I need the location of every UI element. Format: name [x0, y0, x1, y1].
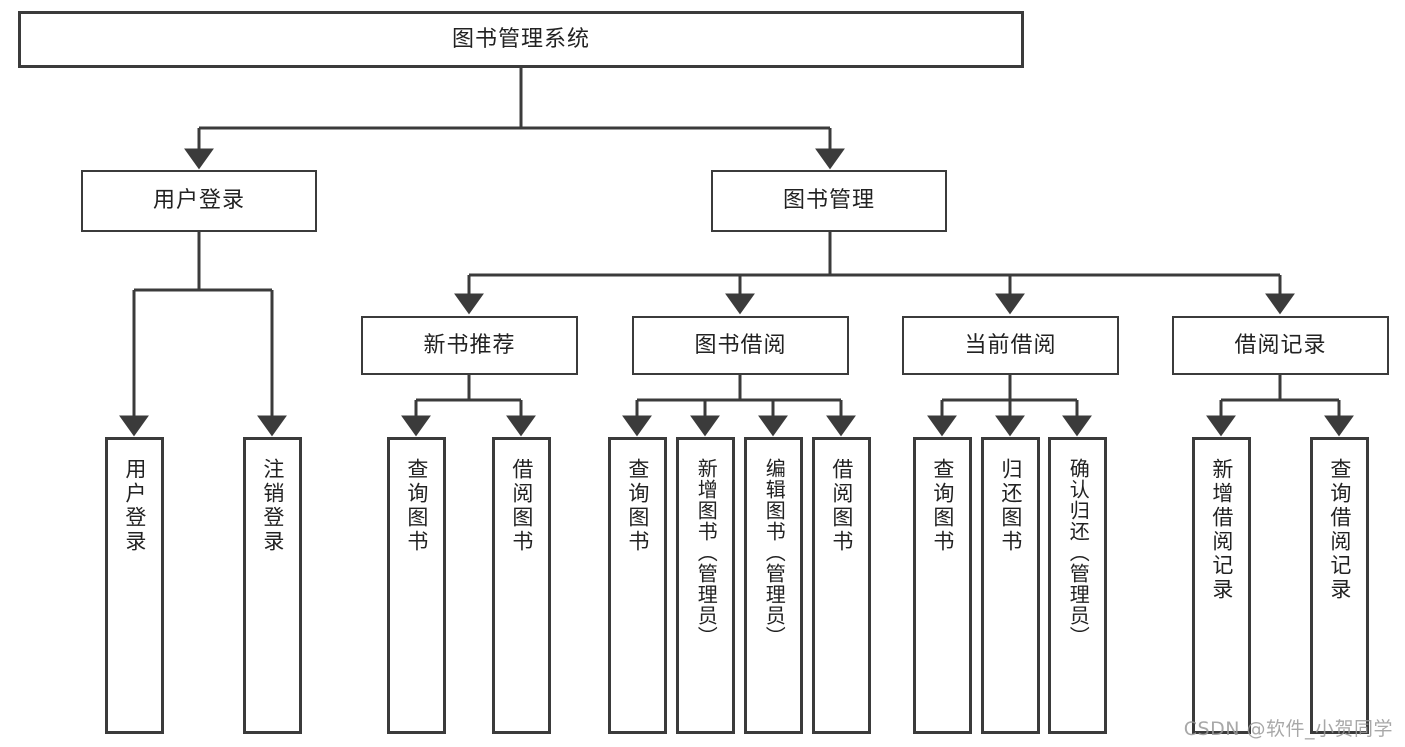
node-current-borrow-label: 当前借阅: [964, 332, 1057, 358]
node-leaf-query-record[interactable]: 查询借阅记录: [1310, 437, 1369, 734]
node-leaf-confirm-return-label: 确认归还（管理员）: [1066, 458, 1091, 647]
watermark: CSDN @软件_小贺同学: [1183, 718, 1393, 740]
node-leaf-add-book[interactable]: 新增图书（管理员）: [676, 437, 735, 734]
node-book-manage-label: 图书管理: [782, 188, 875, 214]
node-leaf-add-record-label: 新增借阅记录: [1209, 458, 1234, 602]
node-new-book-recommend[interactable]: 新书推荐: [361, 316, 578, 375]
node-borrow-record-label: 借阅记录: [1234, 332, 1327, 358]
node-leaf-borrow-book-2-label: 借阅图书: [829, 458, 854, 554]
node-borrow-record[interactable]: 借阅记录: [1172, 316, 1389, 375]
node-book-borrow[interactable]: 图书借阅: [632, 316, 849, 375]
node-leaf-query-book-3-label: 查询图书: [930, 458, 955, 554]
node-leaf-return-book-label: 归还图书: [998, 458, 1023, 554]
node-leaf-add-record[interactable]: 新增借阅记录: [1192, 437, 1251, 734]
node-leaf-user-logout-label: 注销登录: [260, 458, 285, 554]
node-leaf-query-book-2-label: 查询图书: [625, 458, 650, 554]
node-leaf-query-book-3[interactable]: 查询图书: [913, 437, 972, 734]
node-leaf-return-book[interactable]: 归还图书: [981, 437, 1040, 734]
node-user-login[interactable]: 用户登录: [81, 170, 317, 232]
node-leaf-edit-book[interactable]: 编辑图书（管理员）: [744, 437, 803, 734]
node-book-manage[interactable]: 图书管理: [711, 170, 947, 232]
node-user-login-label: 用户登录: [152, 188, 245, 214]
node-current-borrow[interactable]: 当前借阅: [902, 316, 1119, 375]
node-leaf-borrow-book-2[interactable]: 借阅图书: [812, 437, 871, 734]
node-leaf-query-book-1-label: 查询图书: [404, 458, 429, 554]
node-leaf-edit-book-label: 编辑图书（管理员）: [762, 458, 787, 647]
node-leaf-borrow-book-1[interactable]: 借阅图书: [492, 437, 551, 734]
node-leaf-user-login-label: 用户登录: [122, 458, 147, 554]
node-leaf-add-book-label: 新增图书（管理员）: [694, 458, 719, 647]
node-root-label: 图书管理系统: [451, 26, 590, 52]
node-leaf-query-book-1[interactable]: 查询图书: [387, 437, 446, 734]
node-new-book-recommend-label: 新书推荐: [423, 332, 516, 358]
node-leaf-user-logout[interactable]: 注销登录: [243, 437, 302, 734]
node-leaf-confirm-return[interactable]: 确认归还（管理员）: [1048, 437, 1107, 734]
node-root[interactable]: 图书管理系统: [18, 11, 1024, 68]
node-book-borrow-label: 图书借阅: [694, 332, 787, 358]
node-leaf-user-login[interactable]: 用户登录: [105, 437, 164, 734]
node-leaf-query-record-label: 查询借阅记录: [1327, 458, 1352, 602]
node-leaf-borrow-book-1-label: 借阅图书: [509, 458, 534, 554]
node-leaf-query-book-2[interactable]: 查询图书: [608, 437, 667, 734]
